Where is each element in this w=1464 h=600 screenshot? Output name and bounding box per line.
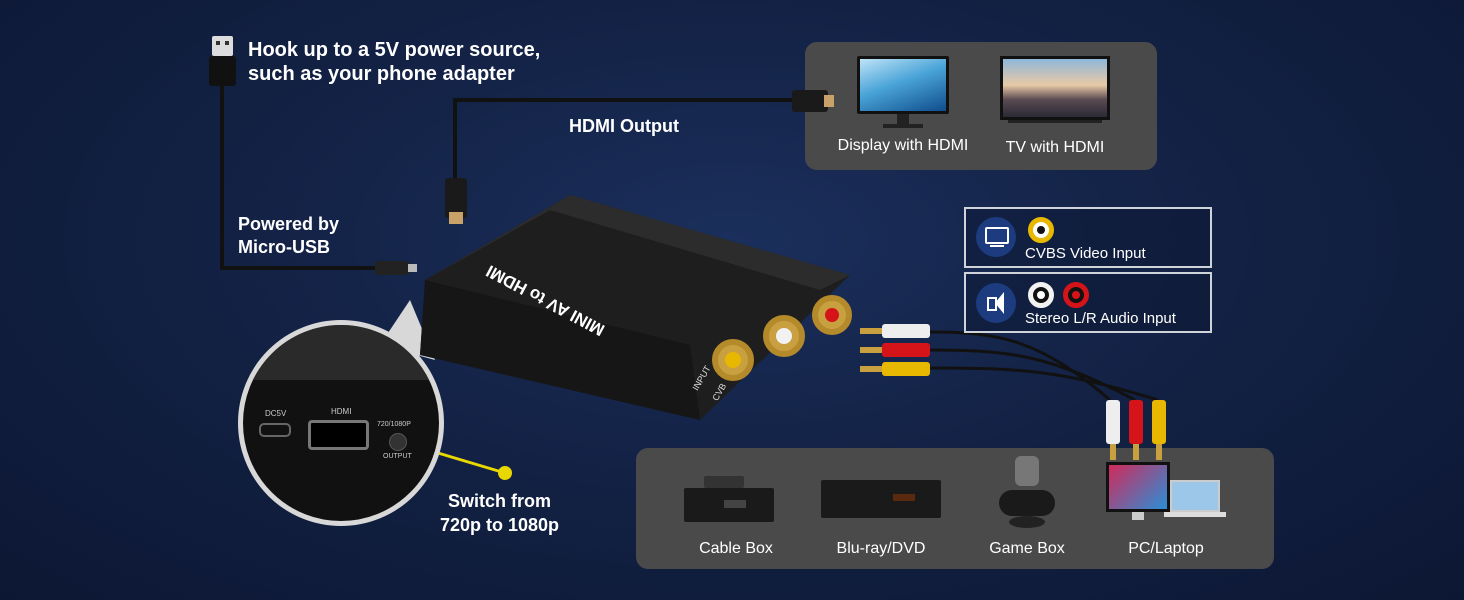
micro-usb-plug-icon <box>375 261 417 275</box>
yellow-rca-icon <box>1028 217 1054 243</box>
zoom-detail-circle: DC5V HDMI 720/1080P OUTPUT <box>238 320 444 526</box>
zoom-output-text: OUTPUT <box>383 453 412 460</box>
cvbs-input-label: CVBS Video Input <box>1025 245 1146 262</box>
game-controller-icon <box>993 456 1061 530</box>
white-rca-icon <box>1028 282 1054 308</box>
monitor-icon <box>857 56 949 128</box>
tv-label: TV with HDMI <box>1005 139 1105 156</box>
rca-plug-white-icon <box>860 324 930 338</box>
display-label: Display with HDMI <box>837 137 969 154</box>
power-source-text: Hook up to a 5V power source, such as yo… <box>248 38 540 86</box>
micro-usb-line-2: Micro-USB <box>238 237 331 257</box>
switch-line-1: Switch from <box>448 491 552 511</box>
cable-box-label: Cable Box <box>699 540 773 557</box>
game-box-label: Game Box <box>989 540 1065 557</box>
rca-plug-red-icon <box>860 343 930 357</box>
audio-input-label: Stereo L/R Audio Input <box>1025 310 1176 327</box>
switch-text: Switch from 720p to 1080p <box>440 489 559 537</box>
bluray-player-icon <box>821 480 941 520</box>
device-white-jack-icon <box>763 315 805 357</box>
rca-vertical-plugs-icon <box>1106 400 1168 460</box>
output-devices-panel: Display with HDMI TV with HDMI <box>792 42 1157 170</box>
pc-laptop-icon <box>1106 462 1226 528</box>
resolution-switch-button[interactable] <box>389 433 407 451</box>
hdmi-output-label: HDMI Output <box>569 116 679 136</box>
bluray-label: Blu-ray/DVD <box>836 540 926 557</box>
rca-plug-yellow-icon <box>860 362 930 376</box>
micro-usb-port-icon <box>259 423 291 437</box>
hdmi-port-icon <box>308 420 369 450</box>
tv-icon <box>1000 56 1110 124</box>
power-line-2: such as your phone adapter <box>248 63 515 85</box>
pc-laptop-label: PC/Laptop <box>1128 540 1204 557</box>
power-line-1: Hook up to a 5V power source, <box>248 39 541 61</box>
audio-input-box: Stereo L/R Audio Input <box>964 272 1212 333</box>
converter-device: MINI AV to HDMI INPUT CVB <box>420 195 852 420</box>
source-devices-panel: Cable Box Blu-ray/DVD Game Box PC/Laptop <box>636 448 1274 569</box>
zoom-hdmi-text: HDMI <box>331 407 352 416</box>
cable-box-icon <box>684 476 774 522</box>
red-rca-icon <box>1063 282 1089 308</box>
monitor-badge-icon <box>976 217 1016 257</box>
hdmi-connector-icon <box>792 90 834 112</box>
hdmi-plug-icon <box>445 178 467 224</box>
zoom-res-text: 720/1080P <box>377 421 411 428</box>
device-red-jack-icon <box>812 295 852 335</box>
cvbs-input-box: CVBS Video Input <box>964 207 1212 268</box>
speaker-badge-icon <box>976 283 1016 323</box>
zoom-dc5v-text: DC5V <box>265 409 287 418</box>
usb-plug-icon <box>209 36 236 86</box>
micro-usb-line-1: Powered by <box>238 214 340 234</box>
switch-line-2: 720p to 1080p <box>440 515 560 535</box>
micro-usb-text: Powered by Micro-USB <box>238 213 339 259</box>
device-yellow-jack-icon <box>712 339 754 381</box>
